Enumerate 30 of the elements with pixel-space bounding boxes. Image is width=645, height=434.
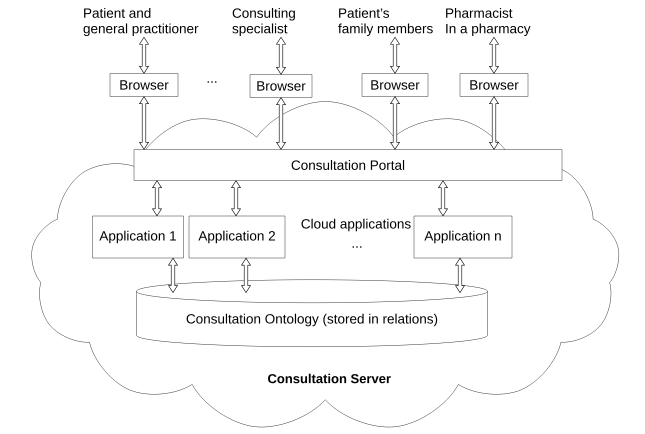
double-arrow: [488, 36, 500, 74]
double-arrow: [276, 36, 286, 75]
double-arrow: [390, 36, 400, 74]
actor-label: Patient’s family members: [338, 8, 433, 36]
double-arrow: [390, 96, 400, 150]
actor-label: Patient and general practitioner: [84, 8, 198, 36]
actor-label: Consulting specialist: [232, 8, 295, 36]
double-arrow: [138, 36, 150, 74]
process-box: Consultation Portal: [134, 149, 562, 181]
group-label: Cloud applications: [302, 218, 411, 232]
double-arrow: [454, 258, 466, 294]
process-box: Browser: [460, 73, 528, 97]
process-box: Application n: [414, 216, 512, 258]
process-box: Browser: [110, 73, 178, 97]
process-box: Application 1: [92, 216, 184, 258]
ellipsis: ...: [208, 81, 216, 83]
process-box: Application 2: [188, 216, 286, 258]
double-arrow: [152, 180, 162, 216]
process-box: Browser: [250, 74, 312, 98]
double-arrow: [230, 180, 242, 216]
double-arrow: [488, 96, 500, 150]
double-arrow: [276, 97, 286, 150]
ellipsis: ...: [352, 246, 362, 248]
double-arrow: [138, 96, 150, 150]
double-arrow: [438, 180, 448, 216]
double-arrow: [168, 258, 178, 294]
double-arrow: [240, 258, 252, 294]
database-cylinder: Consultation Ontology (stored in relations): [136, 280, 488, 347]
actor-label: Pharmacist In a pharmacy: [446, 8, 530, 36]
process-box: Browser: [362, 73, 428, 97]
